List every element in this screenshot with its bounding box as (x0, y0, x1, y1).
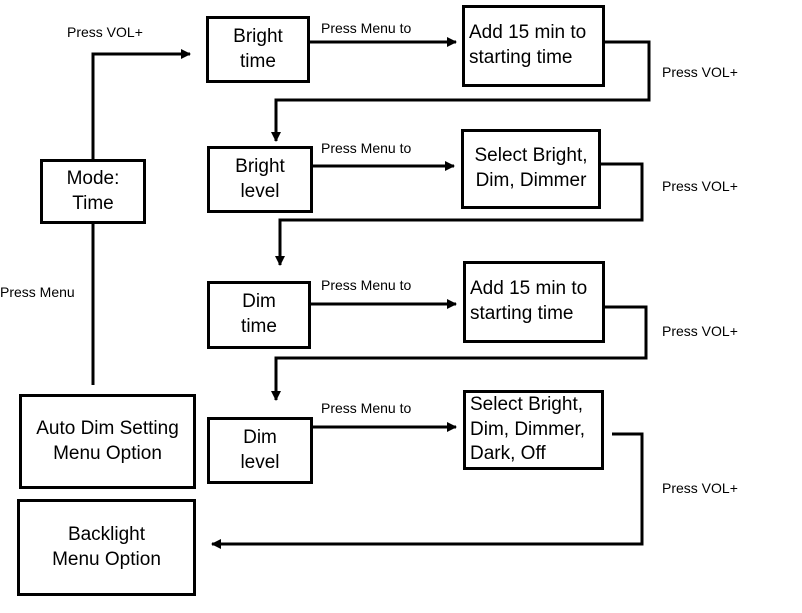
bright-time-action-box: Add 15 min to starting time (462, 5, 605, 87)
dim-time-box: Dim time (207, 281, 311, 349)
bright-time-action-text: Add 15 min to starting time (469, 22, 587, 68)
arrow-mode-to-bright-time (91, 49, 191, 160)
label-vol-right-2: Press VOL+ (662, 178, 738, 194)
bright-time-box: Bright time (206, 16, 310, 83)
backlight-text: Backlight Menu Option (52, 523, 161, 570)
bright-level-box: Bright level (207, 146, 313, 213)
dim-level-text: Dim level (240, 426, 280, 473)
arrow-action3-to-dim-level (271, 305, 648, 401)
mode-time-text: Mode: Time (66, 167, 120, 214)
mode-time-box: Mode: Time (40, 159, 146, 224)
dim-level-action-box: Select Bright, Dim, Dimmer, Dark, Off (463, 390, 604, 470)
label-menu-to-4: Press Menu to (321, 400, 412, 416)
arrow-action2-to-dim-time (275, 162, 644, 266)
bright-level-action-box: Select Bright, Dim, Dimmer (461, 129, 601, 209)
dim-level-action-text: Select Bright, Dim, Dimmer, Dark, Off (470, 393, 586, 465)
dim-time-action-box: Add 15 min to starting time (463, 261, 605, 343)
label-press-menu-left: Press Menu (0, 284, 75, 300)
dim-time-text: Dim time (241, 291, 277, 337)
auto-dim-box: Auto Dim Setting Menu Option (19, 394, 196, 489)
bright-level-text: Bright level (235, 155, 285, 202)
arrow-action1-to-bright-level (271, 40, 651, 142)
label-menu-to-2: Press Menu to (321, 140, 412, 156)
label-menu-to-1: Press Menu to (321, 20, 412, 36)
label-vol-right-3: Press VOL+ (662, 323, 738, 339)
label-vol-right-4: Press VOL+ (662, 480, 738, 496)
bright-time-text: Bright time (233, 25, 283, 72)
label-press-vol-top: Press VOL+ (67, 24, 143, 40)
bright-level-action-text: Select Bright, Dim, Dimmer (474, 145, 588, 191)
arrow-action4-to-backlight (211, 432, 644, 549)
backlight-box: Backlight Menu Option (17, 499, 196, 596)
label-menu-to-3: Press Menu to (321, 277, 412, 293)
dim-time-action-text: Add 15 min to starting time (470, 278, 588, 324)
dim-level-box: Dim level (207, 417, 313, 484)
label-vol-right-1: Press VOL+ (662, 64, 738, 80)
auto-dim-text: Auto Dim Setting Menu Option (36, 417, 179, 464)
